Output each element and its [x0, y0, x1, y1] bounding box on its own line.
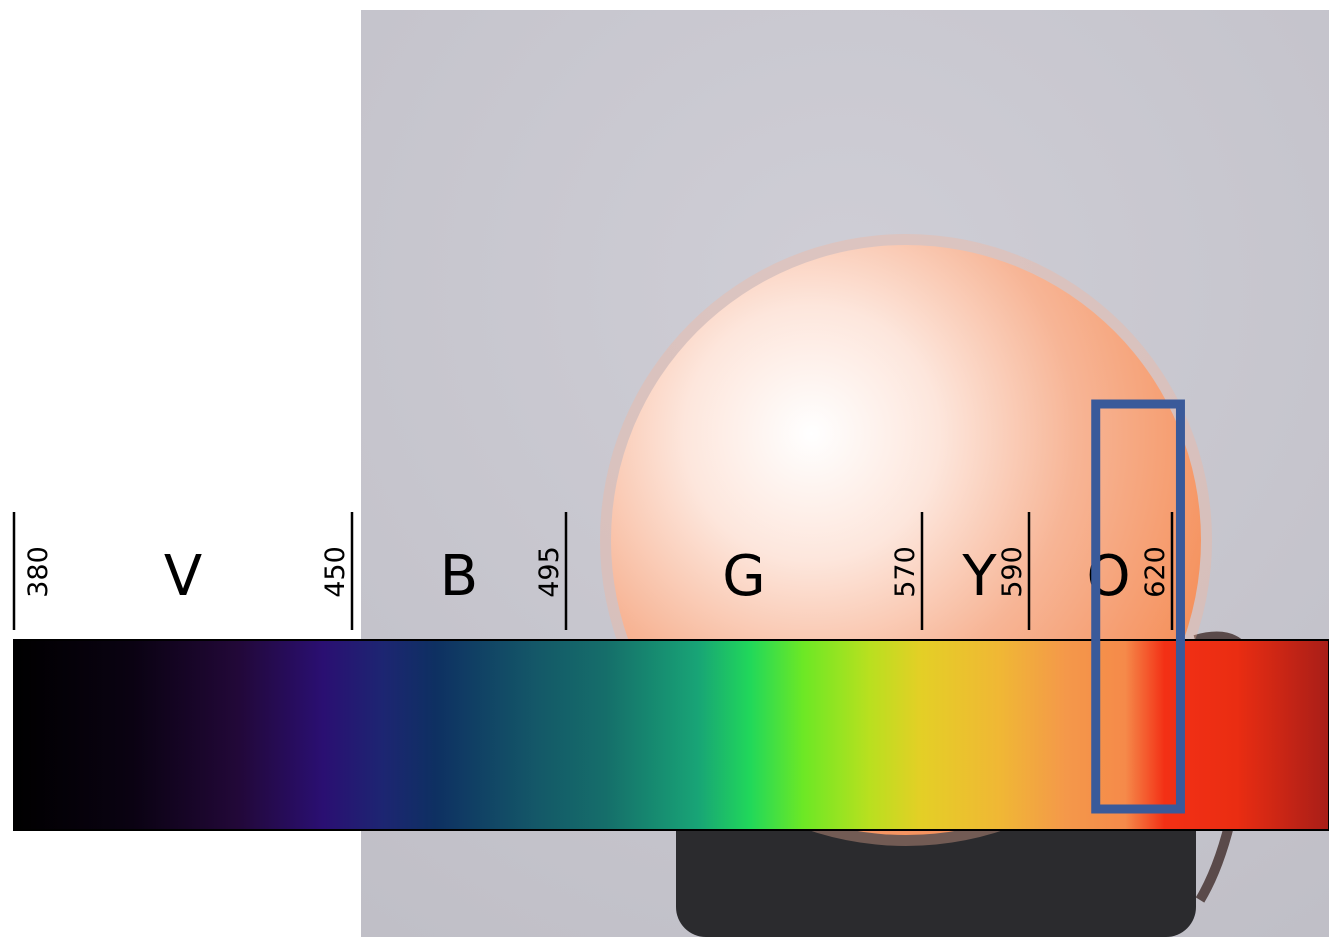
band-letter-b: B	[440, 544, 478, 609]
tick-label-380: 380	[23, 546, 54, 598]
tick-label-450: 450	[320, 546, 351, 598]
tick-label-570: 570	[890, 546, 921, 598]
tick-label-620: 620	[1140, 546, 1171, 598]
highlight-box	[1091, 399, 1185, 814]
band-letter-y: Y	[961, 544, 997, 609]
band-letter-g: G	[722, 544, 765, 609]
tick-label-495: 495	[534, 546, 565, 598]
band-letter-v: V	[164, 544, 202, 609]
wavelength-ticks: 380 450 495 570 590 620	[12, 512, 1174, 630]
spectrum-bar	[13, 639, 1329, 831]
tick-label-590: 590	[997, 546, 1028, 598]
